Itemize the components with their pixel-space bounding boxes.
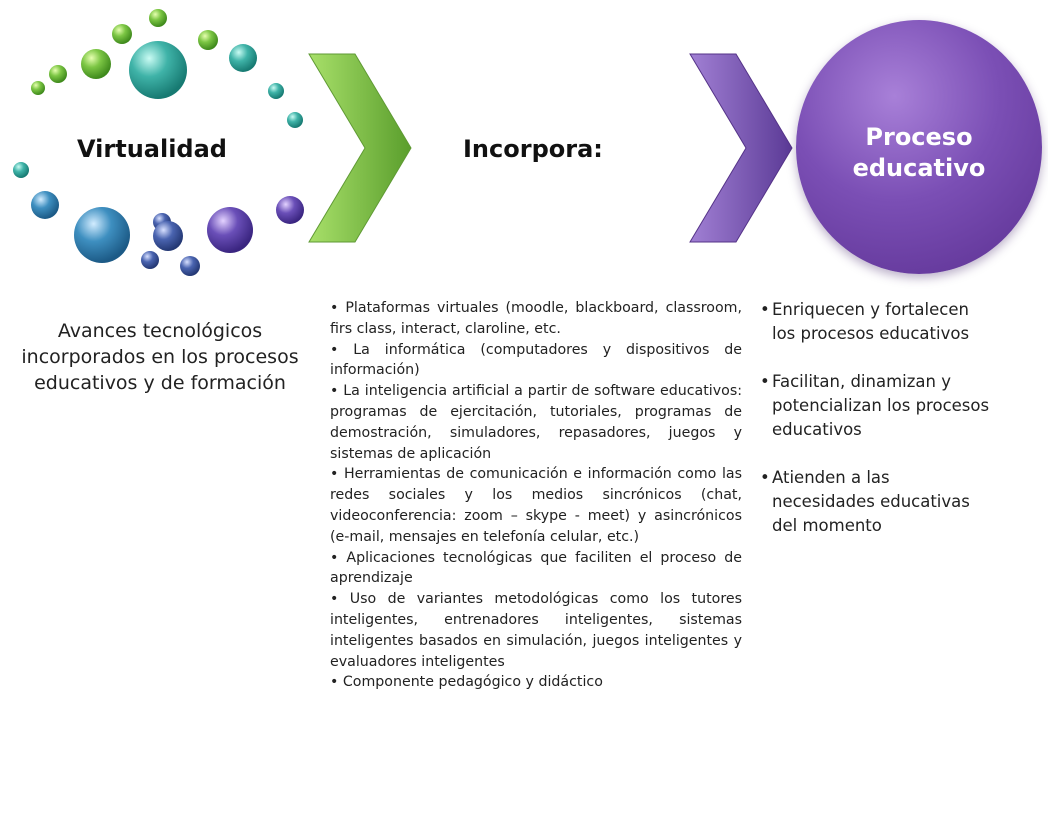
list-item: • Uso de variantes metodológicas como lo… (330, 591, 742, 670)
incorpora-list: • Plataformas virtuales (moodle, blackbo… (330, 298, 742, 693)
stage-title-incorpora: Incorpora: (463, 135, 603, 163)
chevron-arrow-green (308, 53, 412, 243)
list-item: • Herramientas de comunicación e informa… (330, 466, 742, 545)
stage-title-proceso-educativo: Proceso educativo (852, 123, 986, 182)
list-item: Facilitan, dinamizan y potencializan los… (760, 370, 1048, 442)
list-item: Atienden a las necesidades educativas de… (760, 466, 1048, 538)
proceso-educativo-circle (796, 20, 1042, 274)
bubble-ring-graphic (13, 9, 304, 276)
stage-title-virtualidad: Virtualidad (77, 135, 227, 163)
results-list: Enriquecen y fortalecen los procesos edu… (760, 298, 1048, 562)
list-item: • La informática (computadores y disposi… (330, 341, 742, 379)
list-item: • La inteligencia artificial a partir de… (330, 383, 742, 462)
chevron-arrow-purple (689, 53, 793, 243)
bubble (13, 9, 304, 276)
list-item: • Aplicaciones tecnológicas que facilite… (330, 549, 742, 587)
list-item: • Plataformas virtuales (moodle, blackbo… (330, 300, 742, 337)
list-item: • Componente pedagógico y didáctico (330, 674, 603, 691)
list-item: Enriquecen y fortalecen los procesos edu… (760, 298, 1048, 346)
left-description: Avances tecnológicos incorporados en los… (21, 320, 299, 394)
